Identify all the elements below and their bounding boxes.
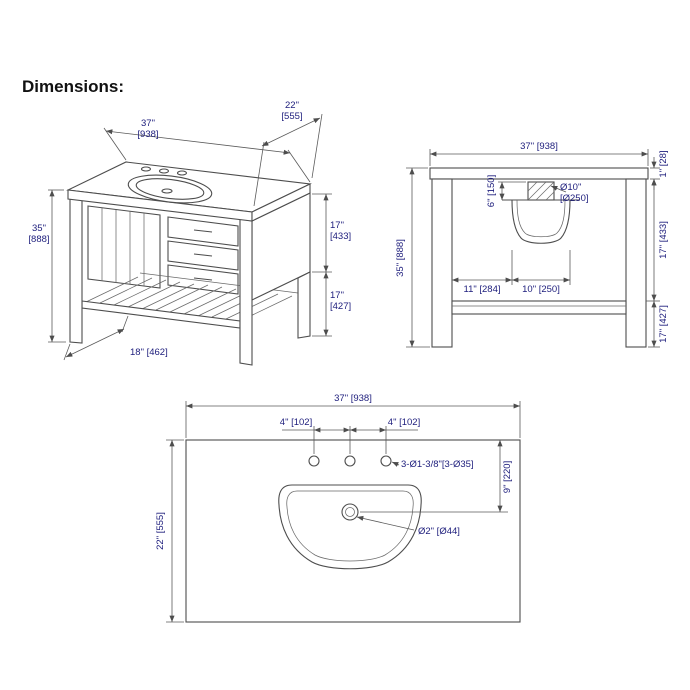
top-countertop (185, 439, 521, 623)
iso-width-dimension: 37" [938] (103, 118, 311, 183)
front-height-label: 35" [888] (395, 239, 406, 277)
front-bowl-width-label: 10" [250] (522, 284, 560, 295)
iso-faucet-hole (158, 168, 170, 174)
top-depth-label: 22" [555] (155, 512, 166, 550)
iso-depth-label-mm: [555] (281, 111, 302, 122)
front-width-label: 37" [938] (520, 141, 558, 152)
front-bowl-width-dimension: 10" [250] (512, 250, 571, 295)
iso-legs (69, 198, 311, 366)
front-lower-label: 17" [427] (658, 305, 669, 343)
page-title: Dimensions: (22, 77, 124, 96)
iso-height-dimension: 35" [888] (28, 189, 66, 343)
top-faucet-hole (308, 455, 320, 467)
front-right-leg (625, 178, 647, 348)
iso-drawers (167, 216, 239, 295)
front-left-leg (431, 178, 453, 348)
front-drain-diameter-callout: Ø10" [Ø250] (550, 182, 589, 204)
iso-depth-dimension: 22" [555] (253, 100, 323, 207)
iso-upper-label-mm: [433] (330, 231, 351, 242)
top-drain-callout: Ø2" [Ø44] (356, 515, 460, 537)
isometric-view: 37" [938] 22" [555] 35" [888] 17" [433] (28, 100, 351, 366)
front-sink (502, 181, 580, 244)
top-spacing-left-label: 4" [102] (280, 417, 312, 428)
front-bowl-height-label: 6" [150] (486, 175, 497, 207)
iso-base-depth-label: 18" [462] (130, 347, 168, 358)
iso-height-label-in: 35" (32, 223, 46, 234)
front-drain-fitting (527, 181, 555, 201)
top-hole-spacing-dimensions: 4" [102] 4" [102] (280, 417, 420, 454)
front-width-dimension: 37" [938] (429, 141, 649, 166)
drawer-handle (193, 277, 213, 281)
drawer-handle (193, 253, 213, 257)
top-width-label: 37" [938] (334, 393, 372, 404)
top-width-dimension: 37" [938] (185, 393, 521, 438)
top-view: 37" [938] 4" [102] 4" [102] 3-Ø1-3/8"[3-… (155, 393, 521, 623)
front-counter-thickness-label: 1" [28] (658, 150, 669, 177)
front-drain-dia-label-mm: [Ø250] (560, 193, 589, 204)
top-back-offset-dimension: 9" [220] (360, 440, 513, 513)
iso-faucet-hole (176, 170, 188, 176)
front-height-dimension: 35" [888] (395, 167, 430, 348)
top-drain (341, 503, 359, 521)
front-offset-label: 11" [284] (463, 284, 500, 295)
iso-lower-label-in: 17" (330, 290, 344, 301)
top-back-offset-label: 9" [220] (502, 461, 513, 493)
iso-width-label-in: 37" (141, 118, 155, 129)
iso-shelf-slats (81, 272, 299, 329)
top-faucet-hole (380, 455, 392, 467)
iso-upper-label-in: 17" (330, 220, 344, 231)
iso-faucet-hole (140, 166, 152, 172)
iso-countertop (66, 161, 312, 222)
iso-cabinet-door (87, 205, 161, 289)
front-lower-dimension: 17" [427] (648, 301, 669, 348)
front-drain-dia-label-in: Ø10" (560, 182, 581, 193)
front-upper-label: 17" [433] (658, 221, 669, 259)
front-bowl-height-dimension: 6" [150] (486, 175, 526, 207)
iso-sink-drain (161, 188, 173, 194)
top-holes-callout-label: 3-Ø1-3/8"[3-Ø35] (401, 459, 474, 470)
top-faucet-hole (344, 455, 356, 467)
top-holes-callout: 3-Ø1-3/8"[3-Ø35] (391, 459, 474, 470)
iso-upper-dimension: 17" [433] (312, 193, 351, 273)
top-drain-callout-label: Ø2" [Ø44] (418, 526, 460, 537)
front-view: 37" [938] 1" [28] 17" [433] 17" [427] 35… (395, 141, 669, 348)
front-countertop (429, 167, 649, 180)
iso-base-depth-dimension: 18" [462] (63, 315, 168, 361)
iso-height-label-mm: [888] (28, 234, 49, 245)
iso-lower-label-mm: [427] (330, 301, 351, 312)
top-spacing-right-label: 4" [102] (388, 417, 420, 428)
top-sink (278, 455, 422, 570)
top-depth-dimension: 22" [555] (155, 439, 184, 623)
iso-depth-label-in: 22" (285, 100, 299, 111)
front-shelf (451, 300, 627, 315)
drawer-handle (193, 229, 213, 233)
iso-lower-dimension: 17" [427] (312, 272, 351, 337)
iso-width-label-mm: [938] (137, 129, 158, 140)
